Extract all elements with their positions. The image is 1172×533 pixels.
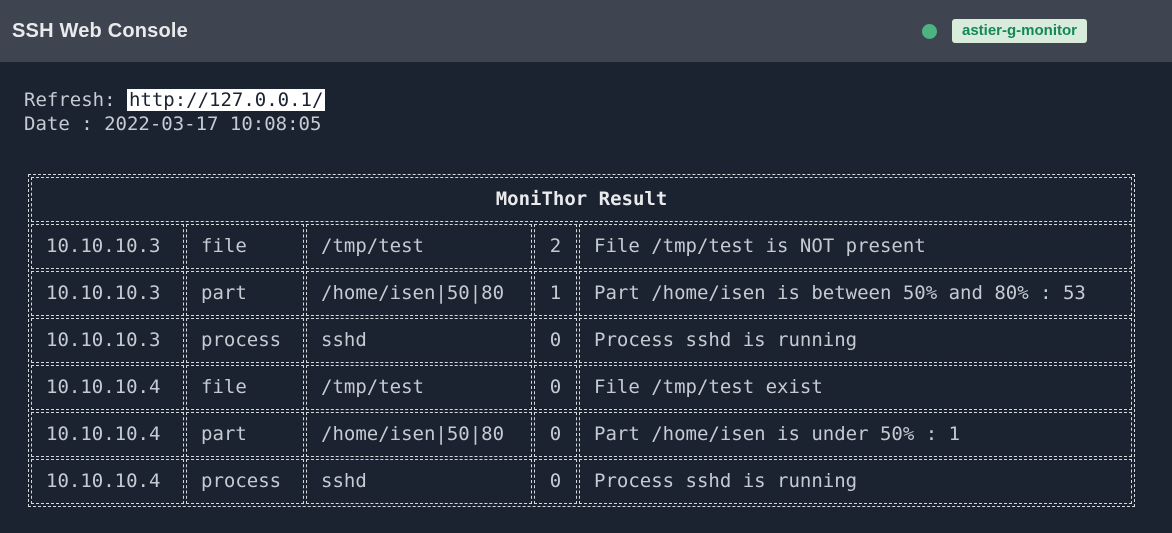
app-title: SSH Web Console [12,19,188,42]
cell-status-code: 0 [534,318,577,363]
cell-target: sshd [306,318,532,363]
date-line: Date : 2022-03-17 10:08:05 [24,113,322,135]
main-content: Refresh: http://127.0.0.1/ Date : 2022-0… [0,62,1172,507]
table-row: 10.10.10.4 file /tmp/test 0 File /tmp/te… [31,365,1132,410]
cell-check-type: part [186,271,304,316]
cell-message: Process sshd is running [579,318,1132,363]
refresh-line: Refresh: http://127.0.0.1/ [24,88,1172,112]
topbar: SSH Web Console astier-g-monitor [0,0,1172,62]
cell-status-code: 0 [534,365,577,410]
cell-status-code: 2 [534,224,577,269]
host-badge[interactable]: astier-g-monitor [951,19,1087,43]
cell-message: Process sshd is running [579,459,1132,504]
table-row: 10.10.10.3 file /tmp/test 2 File /tmp/te… [31,224,1132,269]
cell-status-code: 0 [534,412,577,457]
cell-target: /tmp/test [306,365,532,410]
cell-target: /tmp/test [306,224,532,269]
cell-status-code: 0 [534,459,577,504]
refresh-url-link[interactable]: http://127.0.0.1/ [126,89,326,111]
cell-host: 10.10.10.3 [31,318,184,363]
cell-message: Part /home/isen is between 50% and 80% :… [579,271,1132,316]
cell-check-type: process [186,459,304,504]
table-row: 10.10.10.4 process sshd 0 Process sshd i… [31,459,1132,504]
status-dot-icon [921,23,937,39]
cell-target: /home/isen|50|80 [306,271,532,316]
monitor-table-body: 10.10.10.3 file /tmp/test 2 File /tmp/te… [31,224,1132,504]
cell-message: File /tmp/test is NOT present [579,224,1132,269]
refresh-label: Refresh: [24,89,127,111]
cell-check-type: process [186,318,304,363]
cell-check-type: file [186,224,304,269]
cell-host: 10.10.10.3 [31,224,184,269]
cell-check-type: part [186,412,304,457]
cell-target: sshd [306,459,532,504]
table-row: 10.10.10.3 process sshd 0 Process sshd i… [31,318,1132,363]
table-title: MoniThor Result [31,177,1132,222]
cell-host: 10.10.10.3 [31,271,184,316]
cell-message: Part /home/isen is under 50% : 1 [579,412,1132,457]
cell-host: 10.10.10.4 [31,365,184,410]
table-title-row: MoniThor Result [31,177,1132,222]
cell-check-type: file [186,365,304,410]
cell-host: 10.10.10.4 [31,459,184,504]
cell-message: File /tmp/test exist [579,365,1132,410]
monitor-table: MoniThor Result 10.10.10.3 file /tmp/tes… [28,174,1135,507]
cell-target: /home/isen|50|80 [306,412,532,457]
table-row: 10.10.10.3 part /home/isen|50|80 1 Part … [31,271,1132,316]
status-group: astier-g-monitor [921,19,1087,43]
cell-host: 10.10.10.4 [31,412,184,457]
monitor-table-head: MoniThor Result [31,177,1132,222]
table-row: 10.10.10.4 part /home/isen|50|80 0 Part … [31,412,1132,457]
cell-status-code: 1 [534,271,577,316]
